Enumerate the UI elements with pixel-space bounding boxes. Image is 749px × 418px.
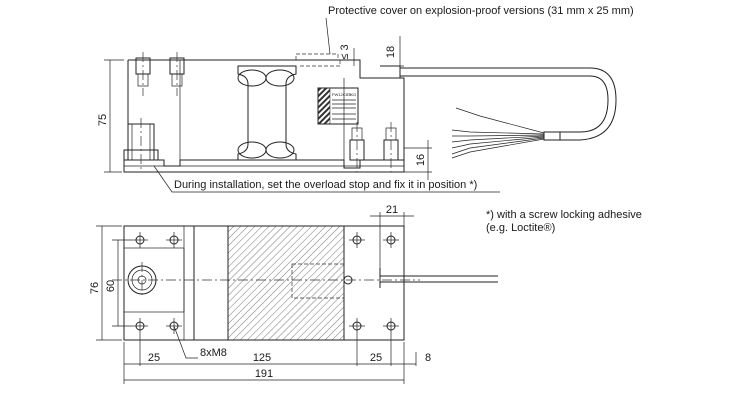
connector-gland: [127, 262, 157, 298]
footnote-line-1: *) with a screw locking adhesive: [486, 209, 642, 221]
mounting-hole: [132, 318, 148, 334]
mounting-hole: [349, 318, 365, 334]
footnote-line-2: (e.g. Loctite®): [486, 222, 555, 234]
dim-25-right-label: 25: [370, 352, 382, 364]
dim-le3-label: ≤ 3: [339, 44, 351, 59]
mounting-hole: [349, 232, 365, 248]
dim-75: 75: [97, 59, 124, 173]
side-view: PW12CC3 ??KG 75: [97, 17, 617, 193]
hatched-cover-area: [227, 225, 345, 341]
bending-beam: [237, 65, 297, 161]
cable: [380, 65, 617, 159]
overload-stop-bolt: [123, 118, 159, 172]
dim-60-label: 60: [105, 280, 117, 292]
dim-25-left-label: 25: [148, 352, 160, 364]
dim-60: 60: [105, 239, 132, 327]
dim-125-label: 125: [253, 352, 271, 364]
label-model: PW12CC3: [332, 92, 352, 97]
top-view: 76 60 21 8xM8 25 125 25 8 191: [89, 204, 498, 384]
mounting-hole: [383, 318, 399, 334]
dim-75-label: 75: [97, 114, 109, 126]
bolt-bottom-right: [349, 122, 399, 172]
dim-8-label: 8: [425, 352, 431, 364]
dim-16: 16: [404, 140, 432, 180]
protective-cover-outline: [295, 53, 341, 67]
mounting-hole: [166, 232, 182, 248]
label-capacity: ??KG: [346, 92, 356, 97]
dim-18-label: 18: [385, 46, 397, 58]
dim-16-label: 16: [415, 154, 427, 166]
dim-76-label: 76: [89, 282, 101, 294]
dim-21: 21: [370, 204, 414, 268]
mounting-hole: [383, 232, 399, 248]
label-plate: PW12CC3 ??KG: [317, 87, 359, 125]
dim-21-label: 21: [386, 204, 398, 216]
overload-stop-note: During installation, set the overload st…: [174, 179, 477, 191]
bolt-top-left: [135, 52, 185, 96]
dim-76: 76: [89, 225, 122, 341]
protective-cover-note: Protective cover on explosion-proof vers…: [328, 5, 634, 17]
dim-191-label: 191: [255, 368, 273, 380]
bolt-spec-label: 8xM8: [200, 347, 227, 359]
mounting-hole: [132, 232, 148, 248]
dim-18: 18 ≤ 3: [339, 36, 404, 67]
